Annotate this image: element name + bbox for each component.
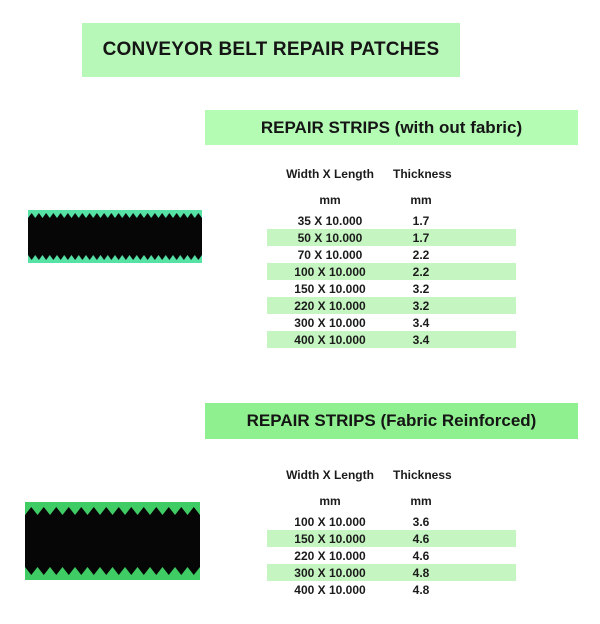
thickness-cell: 4.8 (412, 582, 430, 597)
table-row: 400 X 10.000 4.8 (267, 581, 516, 598)
section-header-fabric-reinforced: REPAIR STRIPS (Fabric Reinforced) (205, 403, 578, 439)
table-row: 50 X 10.000 1.7 (267, 229, 516, 246)
column-header-size: Width X Length (286, 468, 374, 482)
size-cell: 100 X 10.000 (294, 514, 366, 529)
size-cell: 50 X 10.000 (297, 230, 363, 245)
thickness-cell: 1.7 (412, 230, 430, 245)
table-row: 220 X 10.000 3.2 (267, 297, 516, 314)
plain-repair-strip-image (28, 210, 202, 263)
units-mm-size: mm (319, 193, 341, 207)
units-mm-size: mm (319, 494, 341, 508)
strip-top-zigzag (25, 507, 200, 515)
units-row: mm mm (267, 192, 516, 208)
size-cell: 300 X 10.000 (294, 565, 366, 580)
column-header-thickness: Thickness (393, 167, 452, 181)
size-cell: 400 X 10.000 (294, 332, 366, 347)
units-mm-thickness: mm (410, 494, 432, 508)
section-header-without-fabric: REPAIR STRIPS (with out fabric) (205, 110, 578, 145)
table-row: 100 X 10.000 2.2 (267, 263, 516, 280)
units-mm-thickness: mm (410, 193, 432, 207)
thickness-cell: 3.2 (412, 298, 430, 313)
table-header-row: Width X Length Thickness (267, 466, 516, 484)
thickness-cell: 3.4 (412, 315, 430, 330)
size-cell: 400 X 10.000 (294, 582, 366, 597)
table-body: 100 X 10.000 3.6 150 X 10.000 4.6 220 X … (267, 513, 516, 598)
size-cell: 150 X 10.000 (294, 531, 366, 546)
size-cell: 35 X 10.000 (297, 213, 363, 228)
table-header-row: Width X Length Thickness (267, 165, 516, 183)
size-cell: 100 X 10.000 (294, 264, 366, 279)
thickness-cell: 2.2 (412, 264, 430, 279)
strip-black-body (28, 218, 202, 255)
size-cell: 220 X 10.000 (294, 298, 366, 313)
thickness-cell: 1.7 (412, 213, 430, 228)
size-cell: 300 X 10.000 (294, 315, 366, 330)
table-row: 300 X 10.000 4.8 (267, 564, 516, 581)
units-row: mm mm (267, 493, 516, 509)
strip-bottom-zigzag (25, 567, 200, 575)
size-cell: 150 X 10.000 (294, 281, 366, 296)
repair-strips-table-without-fabric: Width X Length Thickness mm mm 35 X 10.0… (267, 165, 516, 348)
table-row: 100 X 10.000 3.6 (267, 513, 516, 530)
thickness-cell: 3.6 (412, 514, 430, 529)
thickness-cell: 4.8 (412, 565, 430, 580)
thickness-cell: 3.4 (412, 332, 430, 347)
repair-strips-table-fabric-reinforced: Width X Length Thickness mm mm 100 X 10.… (267, 466, 516, 598)
thickness-cell: 3.2 (412, 281, 430, 296)
strip-bottom-zigzag (28, 255, 202, 260)
fabric-repair-strip-image (25, 502, 200, 580)
table-row: 35 X 10.000 1.7 (267, 212, 516, 229)
table-row: 220 X 10.000 4.6 (267, 547, 516, 564)
table-row: 70 X 10.000 2.2 (267, 246, 516, 263)
column-header-thickness: Thickness (393, 468, 452, 482)
strip-black-body (25, 515, 200, 567)
table-row: 400 X 10.000 3.4 (267, 331, 516, 348)
thickness-cell: 4.6 (412, 548, 430, 563)
size-cell: 220 X 10.000 (294, 548, 366, 563)
table-row: 150 X 10.000 3.2 (267, 280, 516, 297)
thickness-cell: 2.2 (412, 247, 430, 262)
thickness-cell: 4.6 (412, 531, 430, 546)
table-row: 150 X 10.000 4.6 (267, 530, 516, 547)
strip-top-zigzag (28, 213, 202, 218)
table-row: 300 X 10.000 3.4 (267, 314, 516, 331)
size-cell: 70 X 10.000 (297, 247, 363, 262)
column-header-size: Width X Length (286, 167, 374, 181)
table-body: 35 X 10.000 1.7 50 X 10.000 1.7 70 X 10.… (267, 212, 516, 348)
page-title: CONVEYOR BELT REPAIR PATCHES (82, 23, 460, 77)
